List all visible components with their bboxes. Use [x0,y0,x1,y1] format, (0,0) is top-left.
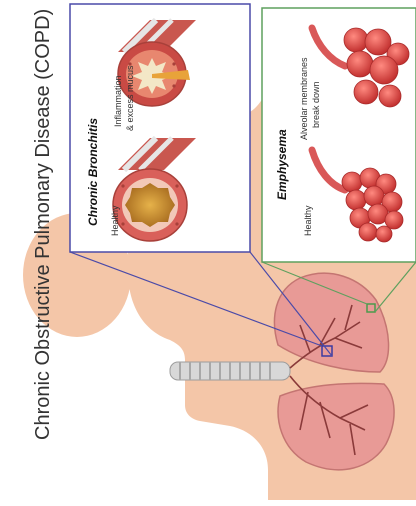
emphysema-healthy-label: Healthy [304,205,313,236]
bronchitis-healthy-label: Healthy [111,205,120,236]
emphysema-diseased-label-1: Alveolar membranes [300,57,309,140]
emphysema-heading: Emphysema [276,129,288,200]
diagram-title: Chronic Obstructive Pulmonary Disease (C… [33,9,53,440]
bronchitis-diseased-label-1: Inflammation [114,75,123,127]
bronchitis-diseased-label-2: & excess mucus [126,65,135,131]
trachea [170,362,290,380]
emphysema-diseased-label-2: break down [312,81,321,128]
bronchitis-heading: Chronic Bronchitis [87,118,99,226]
